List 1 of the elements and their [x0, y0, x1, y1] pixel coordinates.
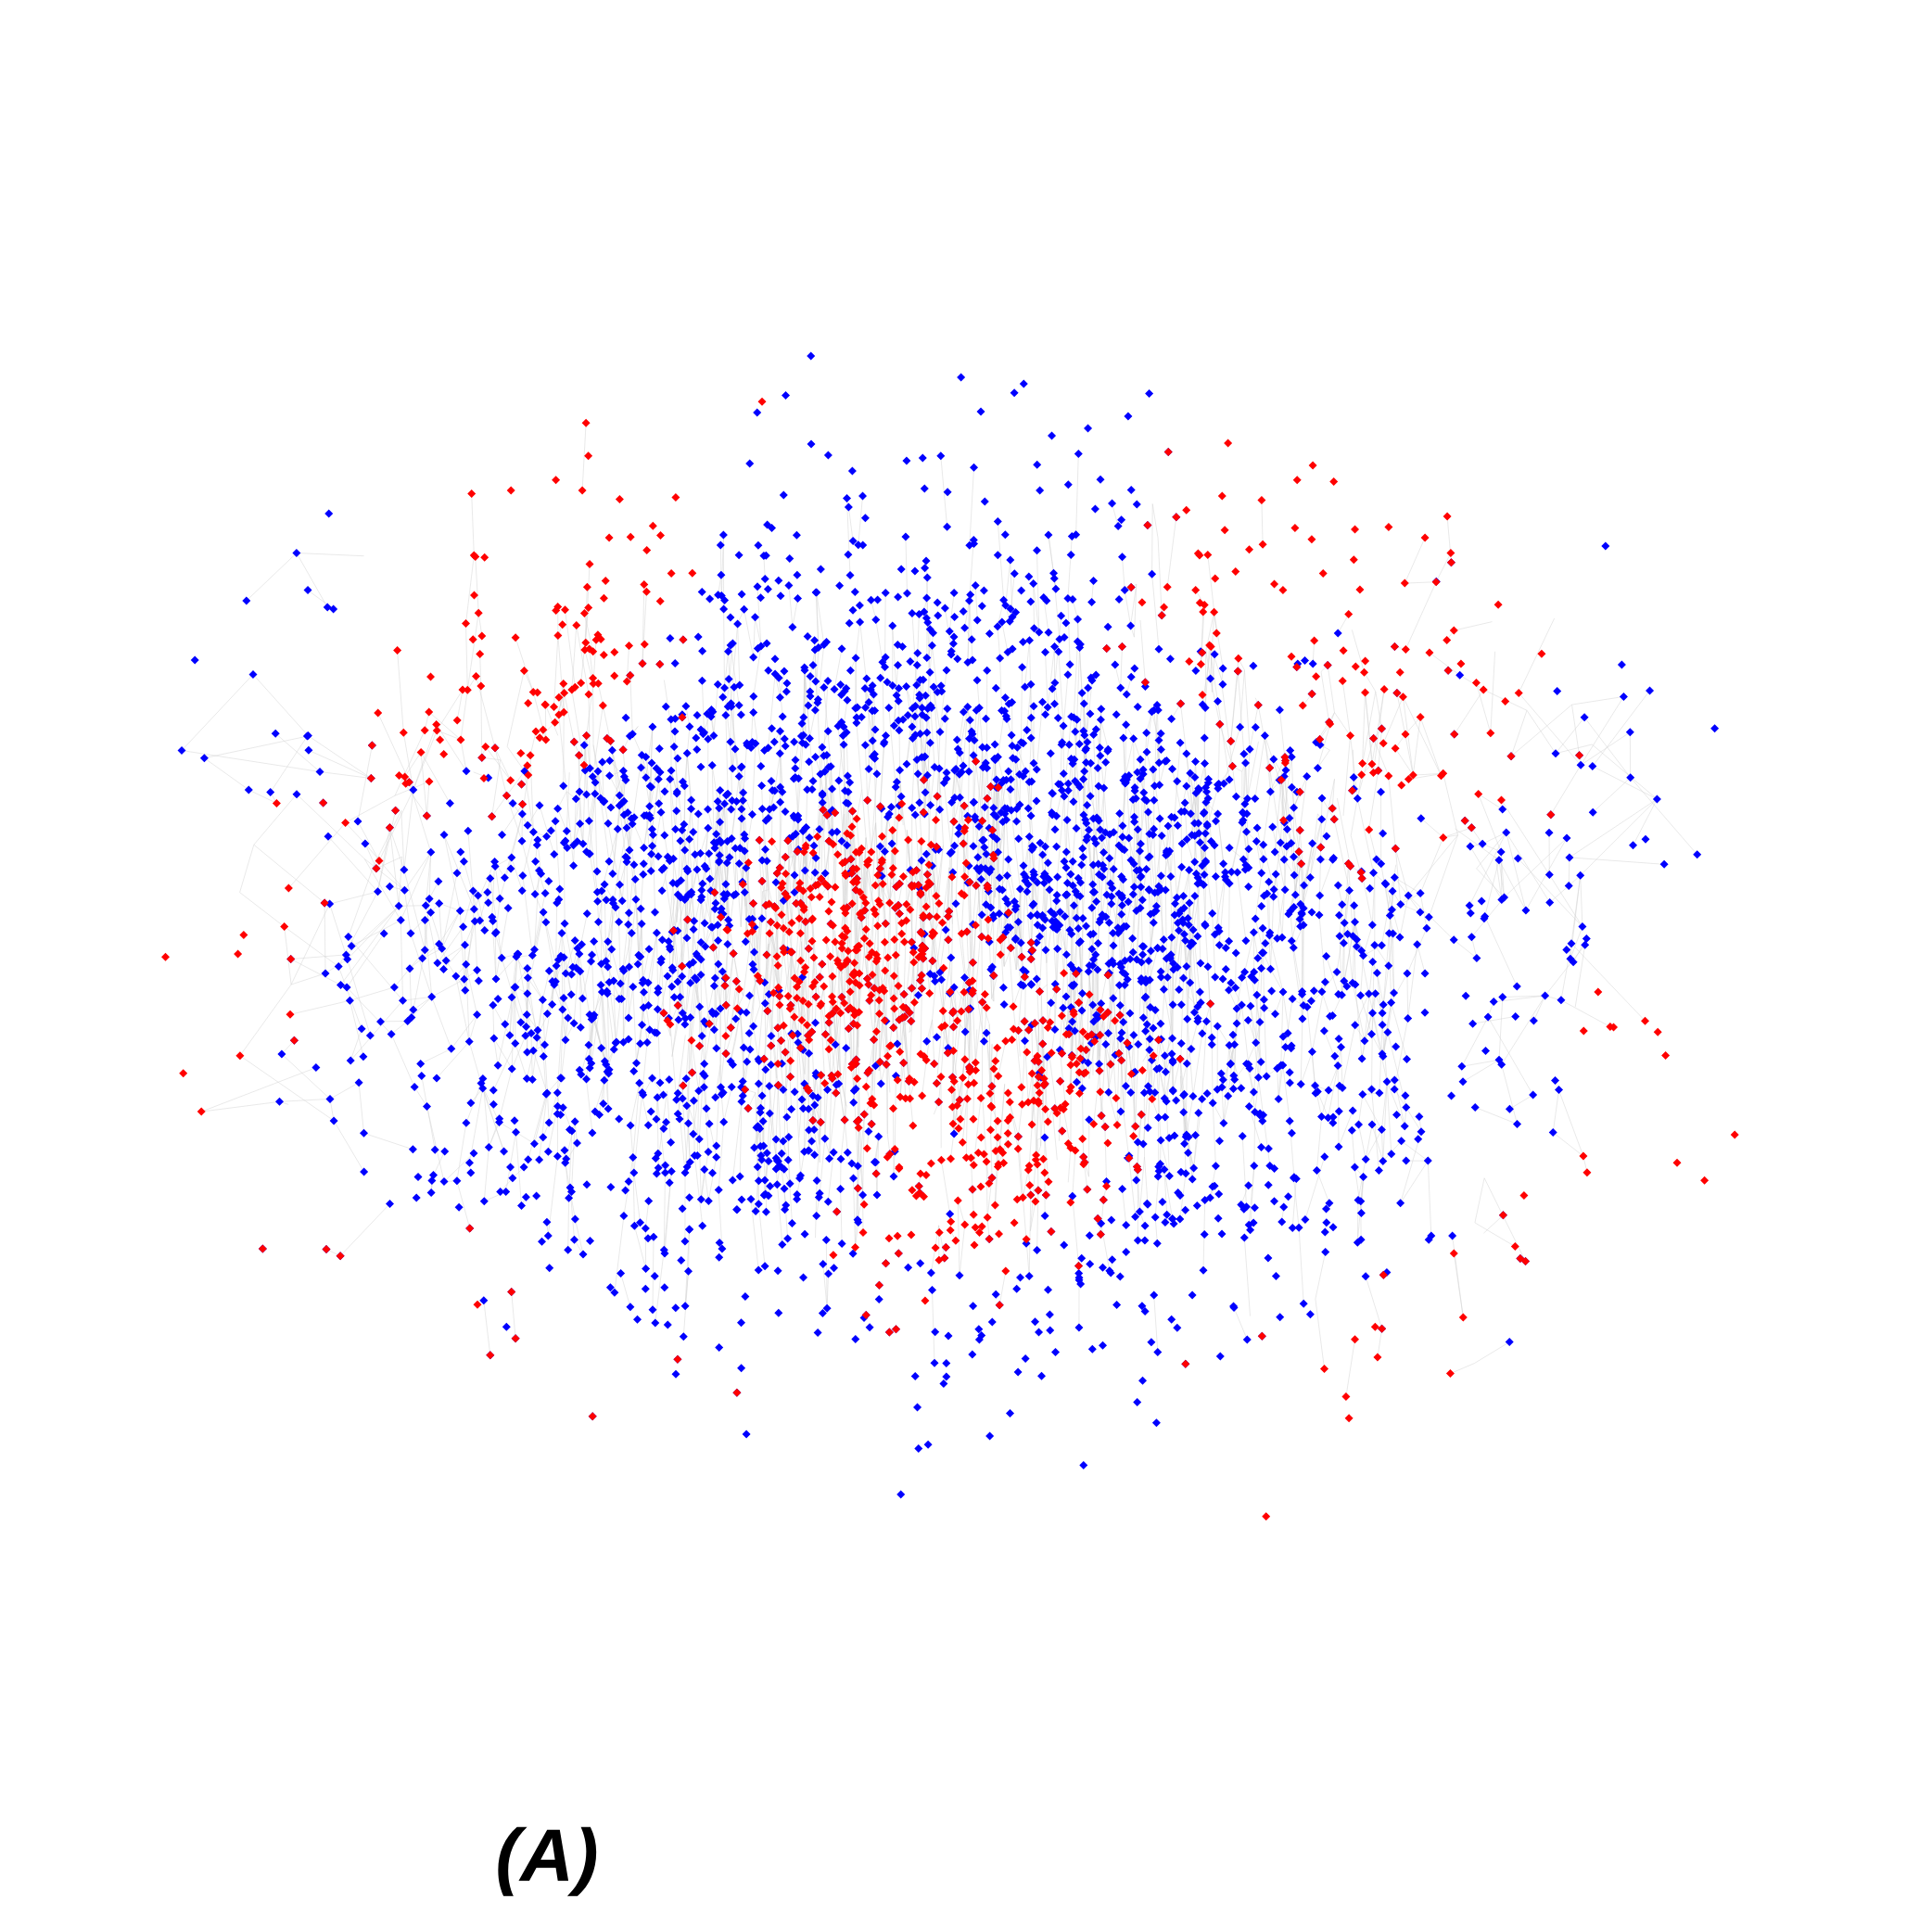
panel-label: (A) [498, 1826, 597, 1897]
